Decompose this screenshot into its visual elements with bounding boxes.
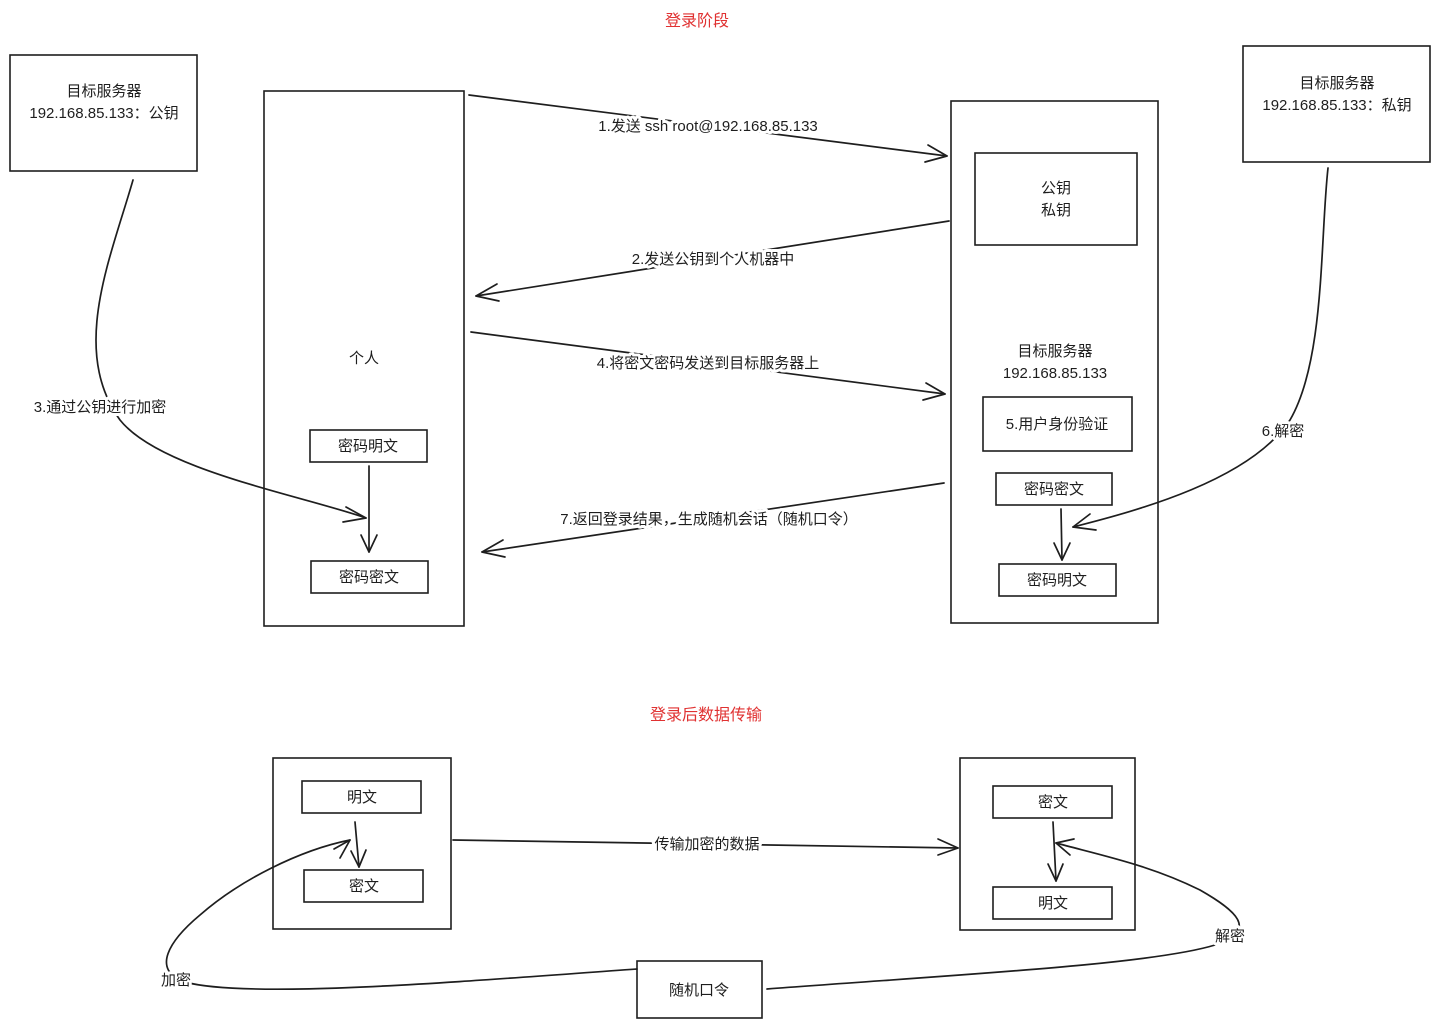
left-cipher-label: 密文 [349,878,379,895]
step6-arrow [1072,167,1329,531]
step1-arrow [468,94,948,163]
left-encrypt-arrow [350,821,367,868]
step2-label: 2.发送公钥到个人机器中 [632,251,795,268]
step3-label: 3.通过公钥进行加密 [34,399,167,416]
step2-arrow [475,220,950,302]
token-label: 随机口令 [669,982,729,999]
transfer-arrow [452,838,959,856]
personal-cipher-box [310,560,429,594]
target-cipher-label: 密码密文 [1024,481,1084,498]
left-plain-label: 明文 [347,789,377,806]
encrypt-curve-arrow [165,839,638,991]
right-decrypt-arrow [1047,821,1064,882]
server-pubkey-line2: 192.168.85.133：公钥 [29,105,178,122]
left-cipher-box [303,869,424,903]
right-cipher-box [992,785,1113,819]
server-pubkey-box [9,54,198,172]
step6-label: 6.解密 [1262,423,1305,440]
server-privkey-line2: 192.168.85.133：私钥 [1262,97,1411,114]
left-plain-box [301,780,422,814]
right-plain-label: 明文 [1038,895,1068,912]
step7-arrow [481,482,945,558]
encrypt-label: 加密 [161,972,191,989]
personal-plain-label: 密码明文 [338,438,398,455]
target-label-line2: 192.168.85.133 [1003,365,1107,382]
server-privkey-line1: 目标服务器 [1299,75,1374,92]
personal-machine-box [263,90,465,627]
target-keys-box [974,152,1138,246]
personal-label: 个人 [349,350,379,367]
step3-arrow [95,179,367,523]
target-decrypt-arrow [1053,508,1071,561]
transfer-label: 传输加密的数据 [654,836,759,853]
step4-arrow [470,331,946,401]
right-cipher-label: 密文 [1038,794,1068,811]
decrypt-curve-arrow [766,838,1241,990]
right-plain-box [992,886,1113,920]
login-phase-title: 登录阶段 [665,12,729,30]
decrypt-label: 解密 [1215,928,1245,945]
server-pubkey-line1: 目标服务器 [66,83,141,100]
token-box [636,960,763,1019]
target-label-line1: 目标服务器 [1017,343,1092,360]
target-key-private: 私钥 [1041,202,1071,219]
target-cipher-box [995,472,1113,506]
server-privkey-box [1242,45,1431,163]
personal-encrypt-arrow [360,465,378,553]
target-plain-label: 密码明文 [1027,572,1087,589]
target-plain-box [998,563,1117,597]
target-auth-label: 5.用户身份验证 [1006,416,1109,433]
target-key-public: 公钥 [1041,180,1071,197]
target-auth-box [982,396,1133,452]
step4-label: 4.将密文密码发送到目标服务器上 [597,355,820,372]
personal-cipher-label: 密码密文 [339,569,399,586]
step7-label: 7.返回登录结果，生成随机会话（随机口令） [560,511,858,528]
after-login-title: 登录后数据传输 [650,706,762,724]
step1-label: 1.发送 ssh root@192.168.85.133 [598,118,818,135]
personal-plain-box [309,429,428,463]
